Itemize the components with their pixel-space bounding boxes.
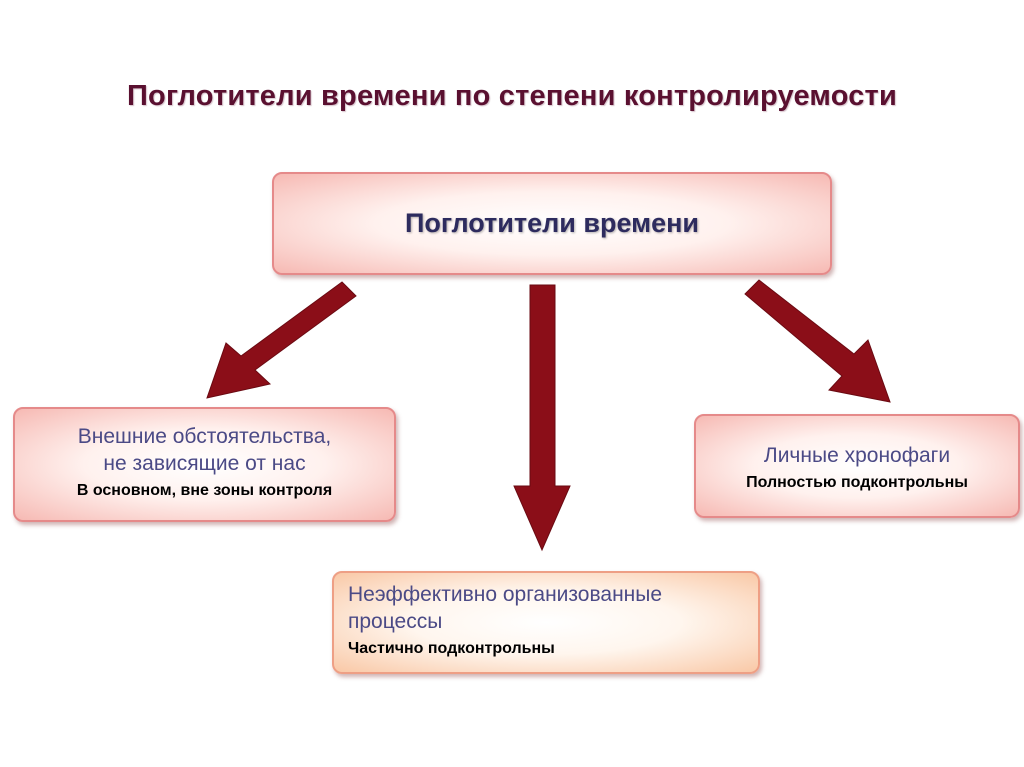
node-status: Полностью подконтрольны <box>746 474 968 491</box>
arrow-right <box>744 279 891 403</box>
node-name-line: не зависящие от нас <box>103 452 306 475</box>
page-title: Поглотители времени по степени контролир… <box>127 80 897 112</box>
node-name-line: Личные хронофаги <box>763 444 951 467</box>
node-name-line: Внешние обстоятельства, <box>77 425 332 448</box>
node-status: В основном, вне зоны контроля <box>76 482 333 499</box>
node-inefficient-processes: Неэффективно организованные процессы Час… <box>332 571 760 674</box>
root-node: Поглотители времени <box>272 172 832 275</box>
arrow-center <box>513 284 571 552</box>
root-node-label: Поглотители времени <box>404 208 700 238</box>
node-external-circumstances: Внешние обстоятельства, не зависящие от … <box>13 407 396 522</box>
node-name-line: процессы <box>348 610 443 633</box>
node-status: Частично подконтрольны <box>348 640 555 657</box>
arrow-left <box>206 281 357 399</box>
node-personal-chronophages: Личные хронофаги Полностью подконтрольны <box>694 414 1020 518</box>
node-name-line: Неэффективно организованные <box>348 583 663 606</box>
